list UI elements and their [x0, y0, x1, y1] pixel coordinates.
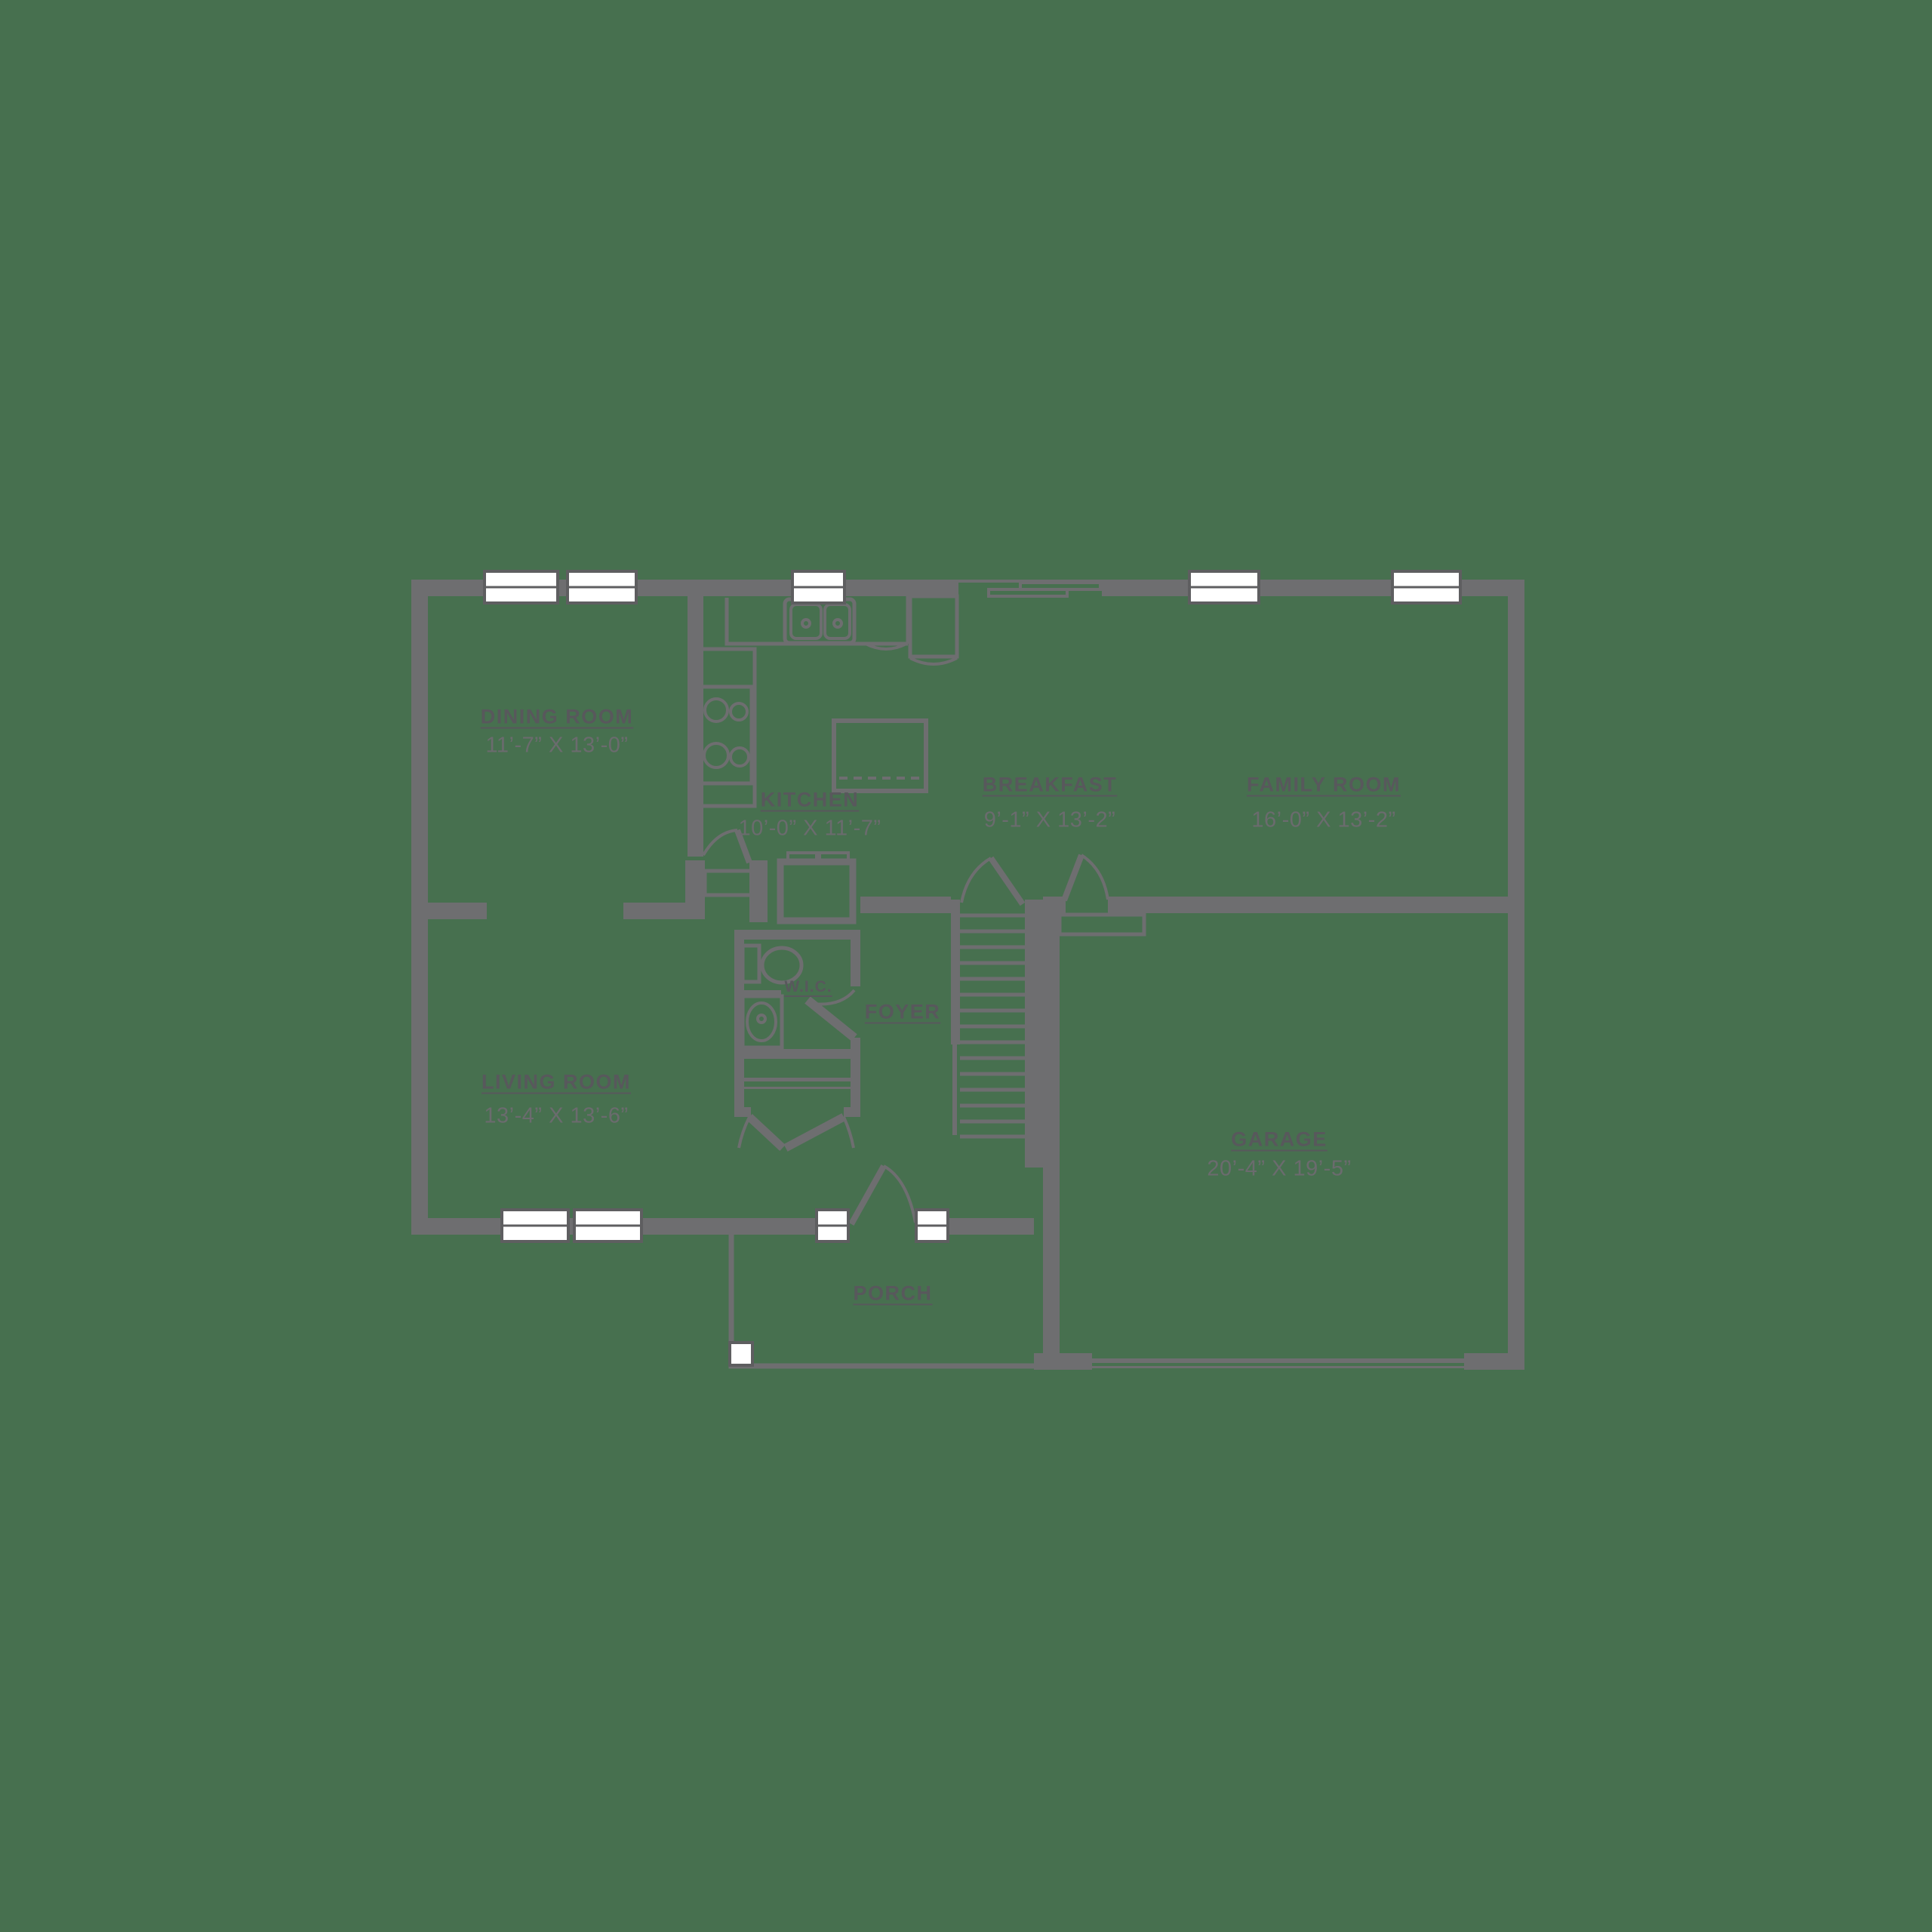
room-label-foyer: FOYER: [864, 1000, 941, 1023]
porch-post: [728, 1341, 754, 1367]
closet-shelf: [744, 1078, 851, 1089]
stair-rail: [952, 1044, 957, 1135]
pantry-door: [818, 851, 850, 862]
wall: [734, 990, 781, 995]
refrigerator-fixture: [908, 594, 959, 666]
window: [500, 1208, 570, 1243]
room-dim-kitchen: 10’-0” X 11’-7”: [738, 816, 881, 841]
wall: [734, 1049, 860, 1059]
wall: [1108, 897, 1508, 913]
wall: [844, 1107, 860, 1117]
room-label-porch: PORCH: [853, 1281, 933, 1305]
exterior-walls: [411, 580, 1524, 1370]
wall: [734, 1059, 744, 1107]
window: [566, 570, 638, 605]
bath-fixtures: [740, 943, 804, 1050]
wall: [411, 903, 487, 919]
room-label-family: FAMILY ROOM: [1246, 773, 1401, 796]
wall: [1043, 897, 1066, 913]
interior-walls: [411, 596, 1508, 1168]
wall: [1043, 897, 1060, 1370]
wall: [851, 1059, 860, 1107]
closet-double-doors: [737, 1113, 855, 1152]
garage-entry-door: [1061, 854, 1109, 902]
garage-door: [1092, 1358, 1464, 1368]
toilet-fixture: [740, 943, 804, 985]
window: [573, 1208, 643, 1243]
window: [1391, 570, 1462, 605]
stair-wall: [951, 900, 960, 1044]
wall: [623, 903, 703, 919]
room-dim-garage: 20’-4” X 19’-5”: [1207, 1156, 1352, 1181]
wall: [734, 1107, 751, 1117]
window: [791, 570, 846, 605]
room-dim-living: 13’-4” X 13’-6”: [484, 1103, 629, 1128]
garage-step: [1057, 912, 1146, 937]
counter: [703, 647, 757, 808]
dishwasher: [865, 642, 907, 651]
room-label-dining: DINING ROOM: [480, 705, 634, 728]
wall: [1508, 580, 1524, 1370]
pantry: [777, 851, 857, 924]
front-door: [848, 1164, 917, 1226]
wall: [1464, 1353, 1524, 1370]
sliding-door: [958, 580, 1102, 598]
window-sidelight: [815, 1208, 850, 1243]
room-dim-breakfast: 9’-1” X 13’-2”: [983, 808, 1116, 832]
window-sidelight: [915, 1208, 949, 1243]
windows: [483, 570, 1462, 1243]
kitchen-fixtures: [697, 594, 959, 897]
wall: [734, 930, 860, 940]
sink-vanity-fixture: [740, 994, 784, 1050]
porch-outline: [728, 1235, 1044, 1369]
room-label-wic: W.I.C.: [784, 978, 832, 995]
room-label-garage: GARAGE: [1231, 1128, 1327, 1151]
room-dim-family: 16’-0” X 13’-2”: [1251, 808, 1396, 832]
wall: [685, 860, 705, 919]
room-label-living: LIVING ROOM: [481, 1070, 631, 1094]
kitchen-sink-fixture: [783, 597, 857, 645]
stairs: [960, 913, 1025, 1139]
window: [1188, 570, 1260, 605]
room-label-breakfast: BREAKFAST: [982, 773, 1118, 796]
wall: [860, 897, 951, 913]
wic-door: [804, 989, 857, 1041]
doors: [702, 829, 1109, 1226]
stair-hall-door: [960, 856, 1026, 906]
pantry-door: [786, 851, 818, 862]
stair-wall: [1025, 900, 1044, 1168]
kitchen-door: [702, 829, 752, 864]
wall: [688, 596, 703, 857]
cabinet: [703, 869, 764, 897]
wall: [851, 940, 860, 986]
stove-fixture: [697, 685, 754, 786]
kitchen-island: [832, 718, 928, 793]
room-dim-dining: 11’-7” X 13’-0”: [485, 733, 629, 758]
room-label-kitchen: KITCHEN: [760, 788, 860, 811]
window: [483, 570, 559, 605]
